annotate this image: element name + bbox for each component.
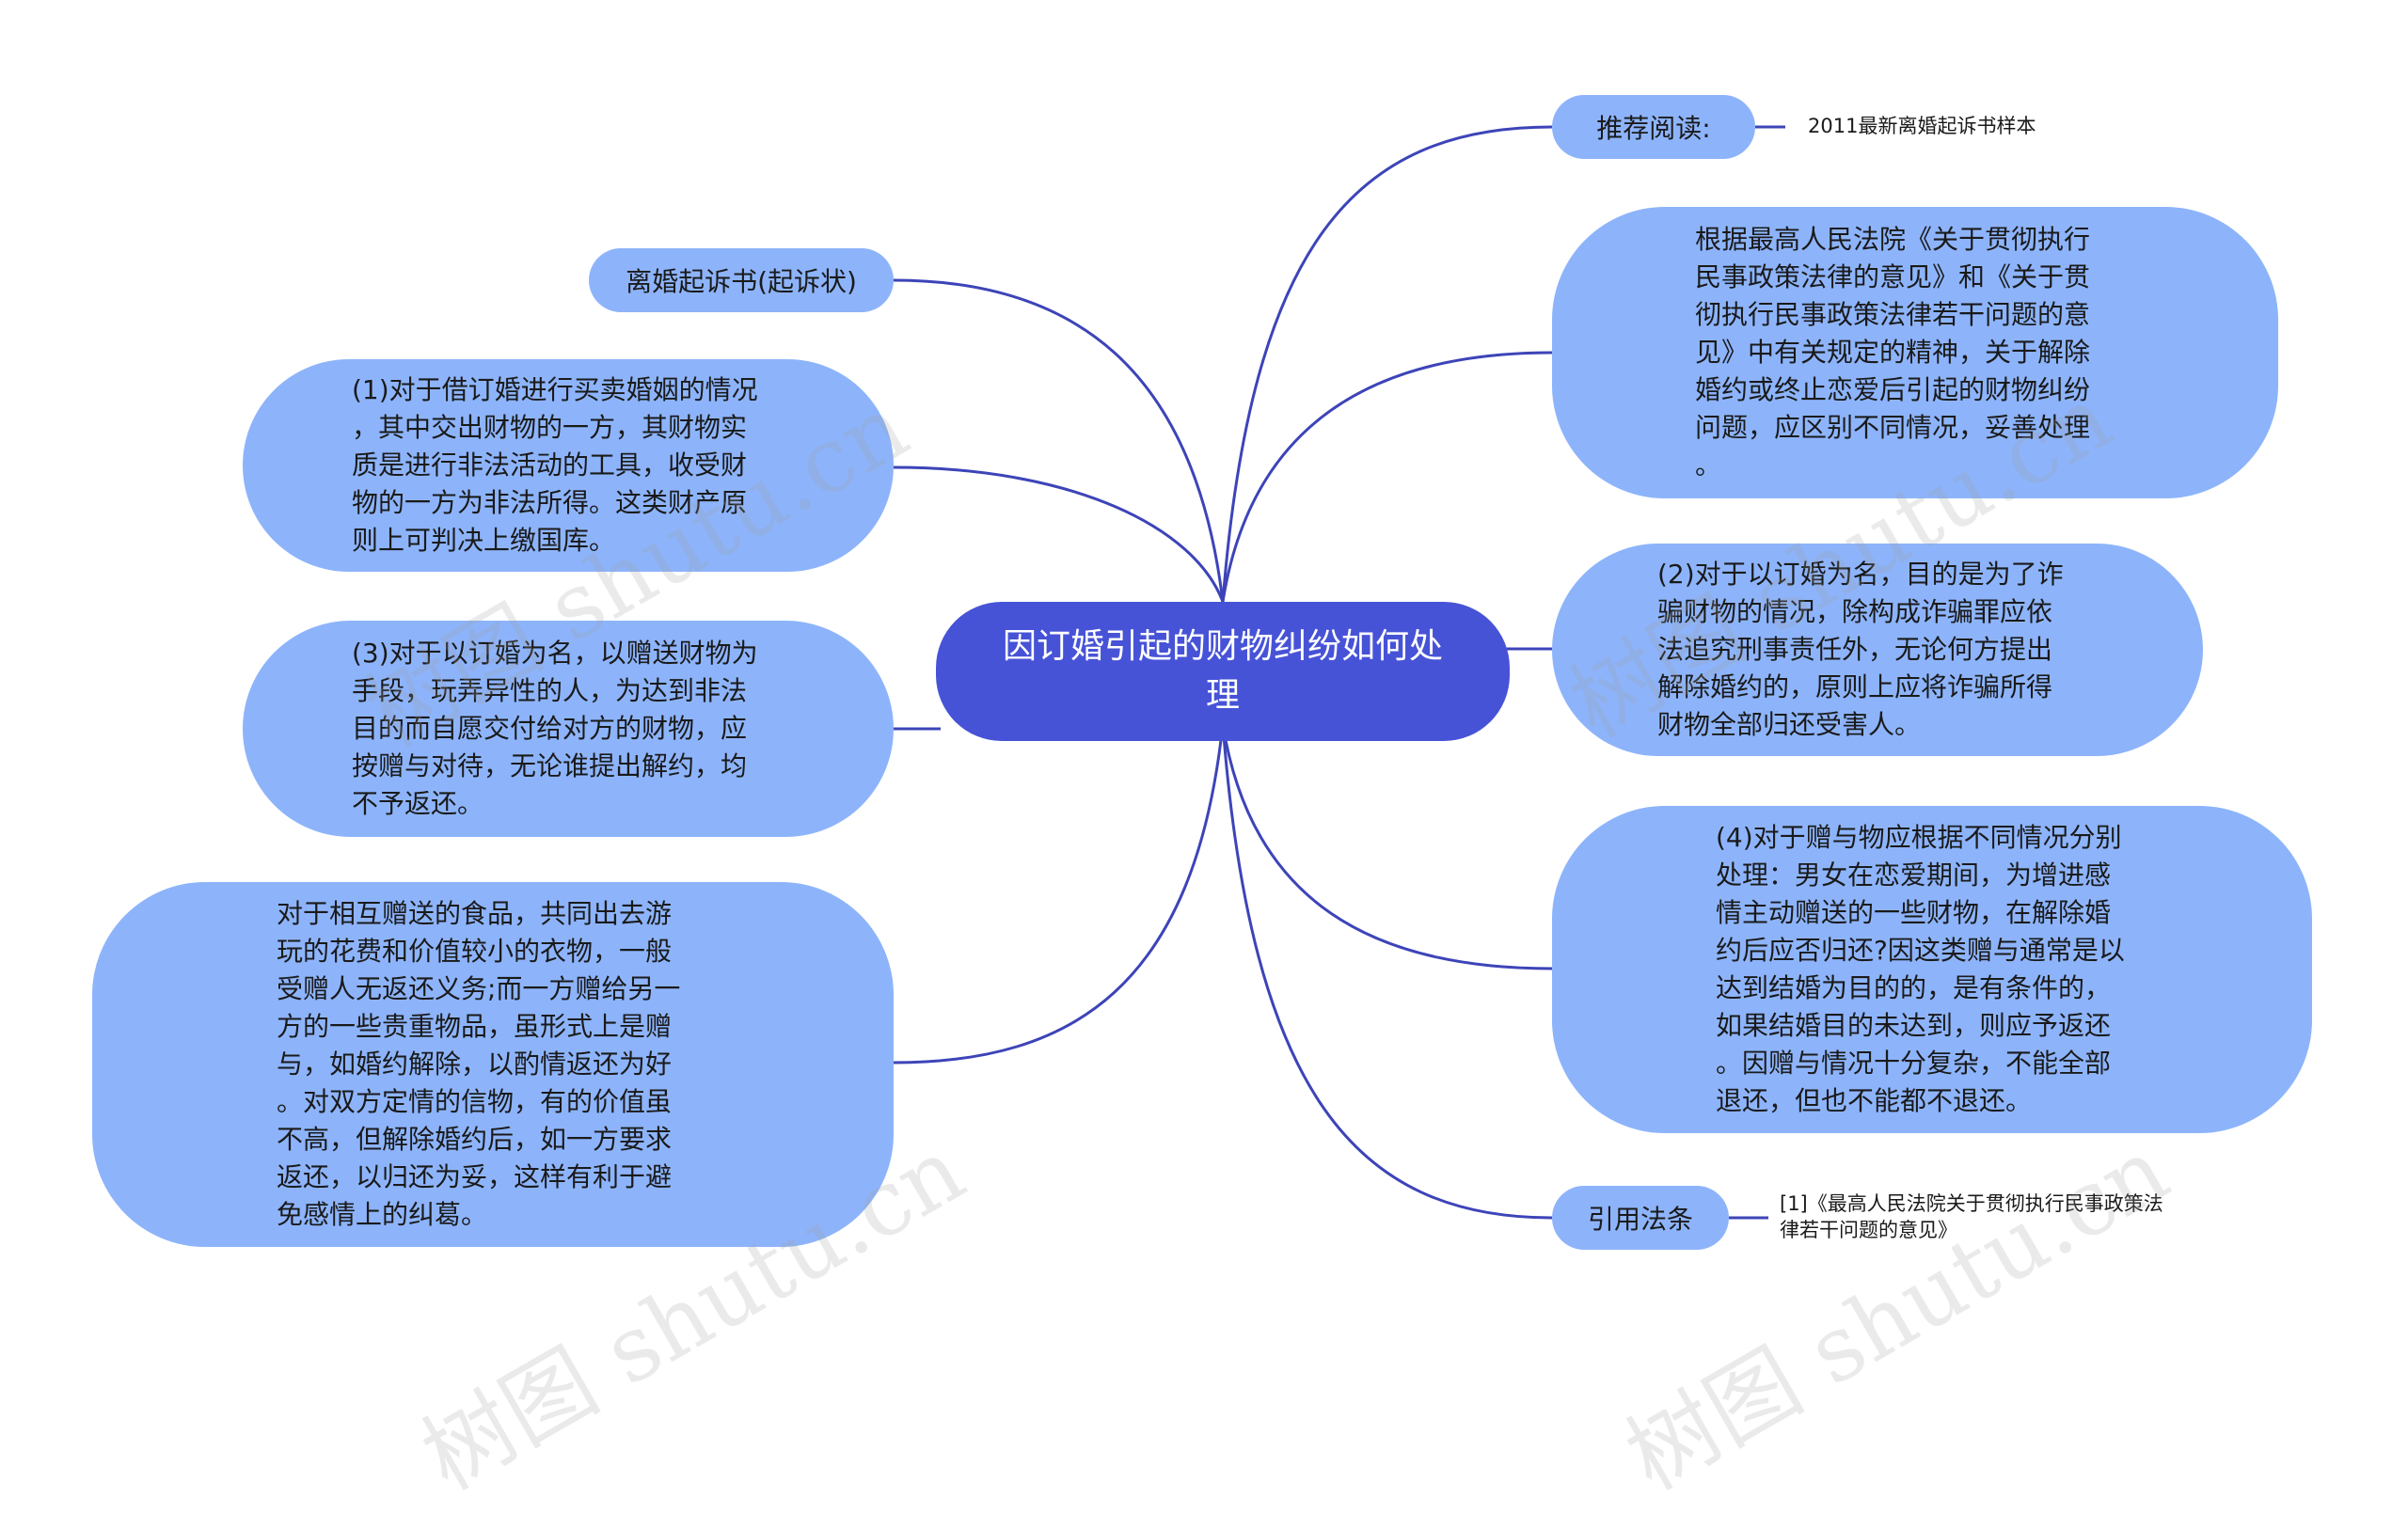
mindmap-canvas: 因订婚引起的财物纠纷如何处理 推荐阅读: 2011最新离婚起诉书样本 根据最高人… bbox=[92, 95, 2312, 1510]
mutual-gifts-text: 对于相互赠送的食品，共同出去游 玩的花费和价值较小的衣物，一般 受赠人无返还义务… bbox=[277, 898, 681, 1230]
citation-label: 引用法条 bbox=[1587, 1204, 1693, 1235]
intro-node[interactable]: 根据最高人民法院《关于贯彻执行 民事政策法律的意见》和《关于贯 彻执行民事政策法… bbox=[1552, 207, 2278, 498]
connector-point1 bbox=[893, 465, 1225, 603]
citation-node[interactable]: 引用法条 bbox=[1552, 1186, 1729, 1250]
connector-recommend bbox=[1221, 125, 1553, 603]
point2-node[interactable]: (2)对于以订婚为名，目的是为了诈 骗财物的情况，除构成诈骗罪应依 法追究刑事责… bbox=[1552, 544, 2203, 756]
connector-mutual bbox=[893, 723, 1225, 1065]
point4-node[interactable]: (4)对于赠与物应根据不同情况分别 处理：男女在恋爱期间，为增进感 情主动赠送的… bbox=[1552, 806, 2312, 1133]
connector-citation bbox=[1221, 723, 1553, 1220]
point2-text: (2)对于以订婚为名，目的是为了诈 骗财物的情况，除构成诈骗罪应依 法追究刑事责… bbox=[1657, 559, 2064, 740]
recommend-reading-link[interactable]: 2011最新离婚起诉书样本 bbox=[1808, 115, 2036, 137]
divorce-complaint-label: 离婚起诉书(起诉状) bbox=[626, 266, 857, 297]
point1-text: (1)对于借订婚进行买卖婚姻的情况 ，其中交出财物的一方，其财物实 质是进行非法… bbox=[352, 374, 758, 556]
central-topic-label: 因订婚引起的财物纠纷如何处理 bbox=[1002, 627, 1443, 715]
point4-text: (4)对于赠与物应根据不同情况分别 处理：男女在恋爱期间，为增进感 情主动赠送的… bbox=[1716, 822, 2125, 1116]
recommend-reading-label: 推荐阅读: bbox=[1596, 113, 1711, 144]
connector-intro bbox=[1221, 351, 1553, 603]
connector-divorce bbox=[893, 278, 1225, 603]
recommend-reading-node[interactable]: 推荐阅读: bbox=[1552, 95, 1755, 159]
point3-text: (3)对于以订婚为名，以赠送财物为 手段，玩弄异性的人，为达到非法 目的而自愿交… bbox=[352, 638, 758, 819]
point1-node[interactable]: (1)对于借订婚进行买卖婚姻的情况 ，其中交出财物的一方，其财物实 质是进行非法… bbox=[243, 359, 894, 572]
point3-node[interactable]: (3)对于以订婚为名，以赠送财物为 手段，玩弄异性的人，为达到非法 目的而自愿交… bbox=[243, 621, 894, 837]
mutual-gifts-node[interactable]: 对于相互赠送的食品，共同出去游 玩的花费和价值较小的衣物，一般 受赠人无返还义务… bbox=[92, 882, 894, 1247]
divorce-complaint-node[interactable]: 离婚起诉书(起诉状) bbox=[589, 248, 894, 312]
intro-text: 根据最高人民法院《关于贯彻执行 民事政策法律的意见》和《关于贯 彻执行民事政策法… bbox=[1695, 224, 2091, 481]
central-topic[interactable]: 因订婚引起的财物纠纷如何处理 bbox=[936, 602, 1510, 741]
connector-lines bbox=[893, 125, 1785, 1220]
citation-text[interactable]: [1]《最高人民法院关于贯彻执行民事政策法 律若干问题的意见》 bbox=[1780, 1192, 2163, 1241]
connector-point4 bbox=[1221, 723, 1553, 970]
